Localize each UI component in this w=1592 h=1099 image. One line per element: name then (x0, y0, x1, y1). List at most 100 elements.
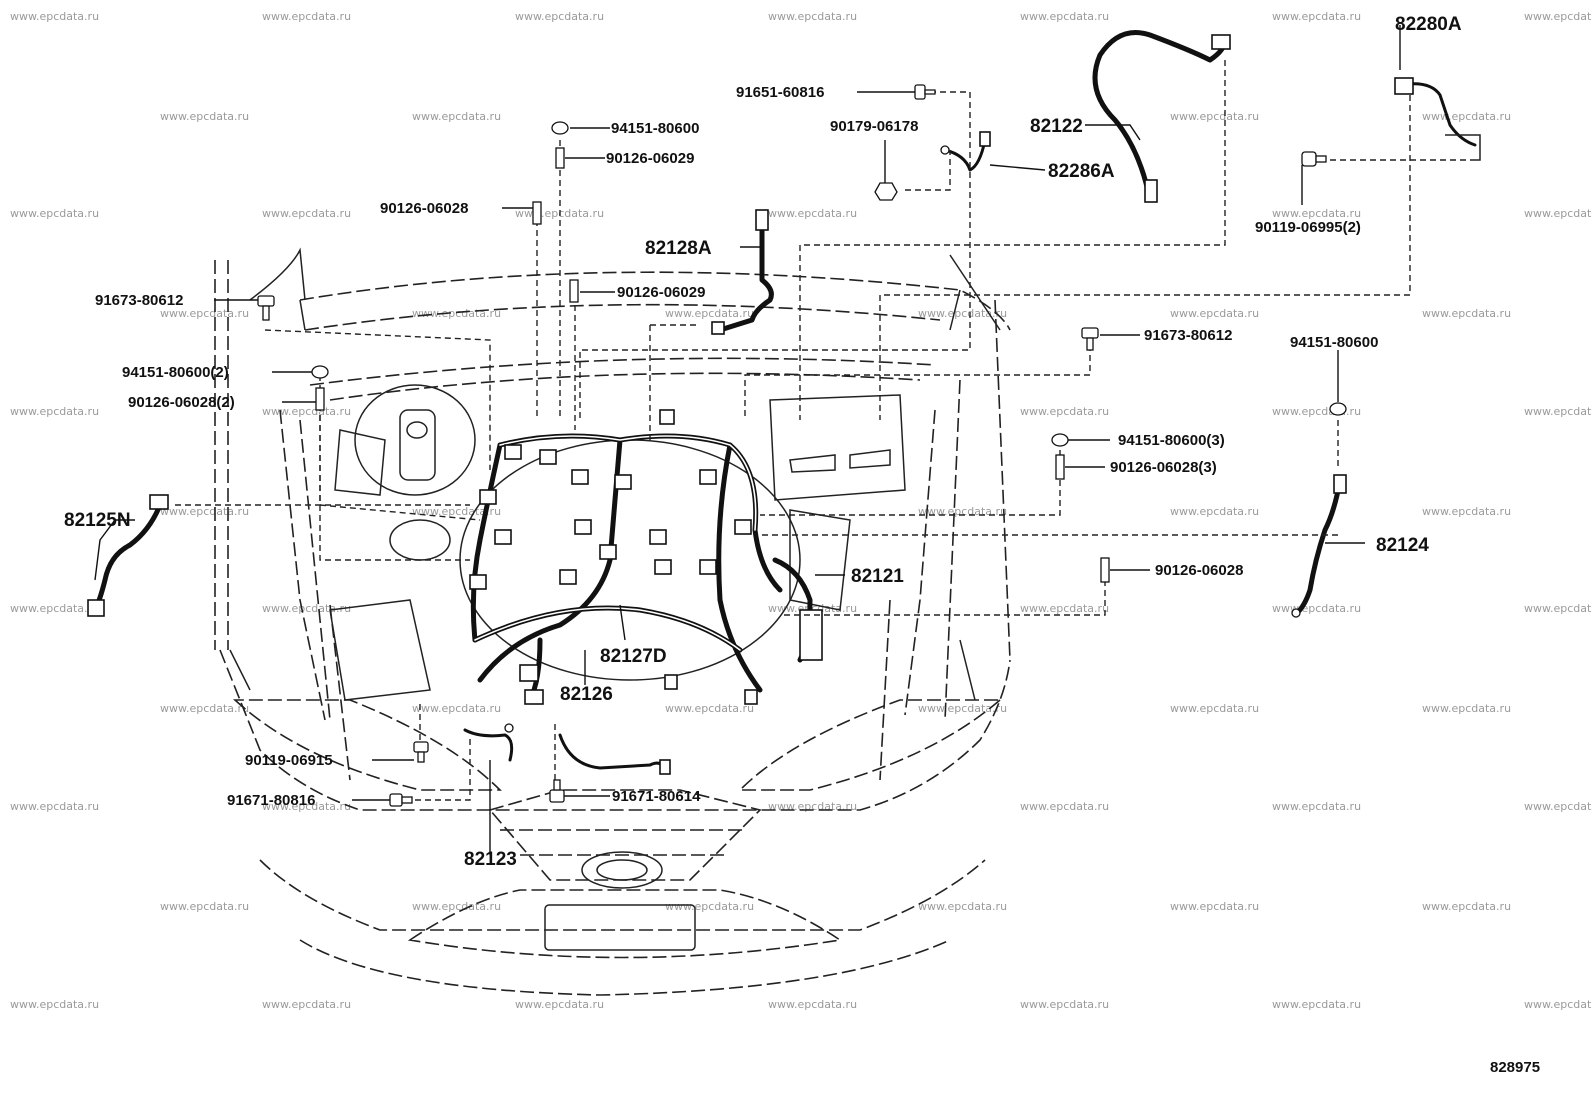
connector-82122 (1144, 179, 1158, 203)
watermark: www.epcdata.ru (10, 405, 99, 418)
watermark: www.epcdata.ru (1422, 505, 1511, 518)
part-label: 82128A (645, 238, 712, 259)
fastener-label: 90126-06029 (617, 284, 705, 301)
watermark: www.epcdata.ru (1272, 207, 1361, 220)
harness-connector (524, 689, 544, 705)
front-body-upper (219, 649, 1011, 811)
fastener-label: 90126-06028 (380, 200, 468, 217)
watermark: www.epcdata.ru (1524, 207, 1592, 220)
watermark: www.epcdata.ru (412, 110, 501, 123)
harness-connector (479, 489, 497, 505)
watermark: www.epcdata.ru (10, 10, 99, 23)
part-labels: 82280A 82122 82286A 82128A 82125N 82121 … (64, 14, 1462, 870)
watermark: www.epcdata.ru (1422, 307, 1511, 320)
watermark: www.epcdata.ru (1020, 800, 1109, 813)
left-headlight (232, 699, 502, 791)
harness-connector (571, 469, 589, 485)
fastener-label: 90179-06178 (830, 118, 918, 135)
harness-connector (699, 469, 717, 485)
bumper-bottom (299, 939, 951, 996)
harness-connector (799, 609, 823, 661)
watermark: www.epcdata.ru (768, 800, 857, 813)
harness-connector (614, 474, 632, 490)
fastener-label: 91673-80612 (95, 292, 183, 309)
bolt-icon (257, 295, 275, 321)
stud-icon (532, 201, 542, 225)
harness-center-branch (477, 437, 623, 683)
harness-connector (469, 574, 487, 590)
watermark: www.epcdata.ru (1524, 800, 1592, 813)
hood-underside (304, 303, 941, 331)
watermark: www.epcdata.ru (412, 307, 501, 320)
watermark: www.epcdata.ru (1524, 405, 1592, 418)
harness-connector (519, 664, 539, 682)
watermark: www.epcdata.ru (10, 207, 99, 220)
right-a-pillar (949, 254, 1001, 331)
left-headlight-detail (229, 639, 976, 701)
connector-bottom-small (659, 759, 671, 775)
watermark: www.epcdata.ru (160, 702, 249, 715)
watermark: www.epcdata.ru (10, 800, 99, 813)
harness-connector (664, 674, 678, 690)
separate-harness-parts (87, 30, 1481, 775)
watermark: www.epcdata.ru (918, 702, 1007, 715)
watermark: www.epcdata.ru (768, 998, 857, 1011)
watermark: www.epcdata.ru (515, 10, 604, 23)
engine-bay-rim (329, 372, 921, 401)
bolt-icon (389, 793, 413, 807)
connector-82128A (755, 209, 769, 231)
connector-82124 (1333, 474, 1347, 494)
fastener-label: 91671-80614 (612, 788, 701, 805)
hood-outline (299, 271, 1011, 331)
part-label: 82125N (64, 510, 131, 531)
wire-82124 (1295, 477, 1343, 615)
emblem (581, 851, 663, 889)
watermark: www.epcdata.ru (160, 505, 249, 518)
stud-icon (569, 279, 579, 303)
fastener-label: 94151-80600 (1290, 334, 1378, 351)
bracket-82280A (1445, 134, 1481, 161)
fastener-label: 90126-06028 (1155, 562, 1243, 579)
right-fender-upright (994, 299, 1011, 661)
watermark: www.epcdata.ru (412, 505, 501, 518)
watermark: www.epcdata.ru (918, 307, 1007, 320)
harness-right-branch (716, 442, 763, 693)
harness-connector (654, 559, 672, 575)
watermark: www.epcdata.ru (262, 207, 351, 220)
nut-icon (1329, 402, 1347, 416)
watermark: www.epcdata.ru (515, 998, 604, 1011)
wire-82280A (1398, 82, 1477, 147)
fastener-label: 94151-80600(2) (122, 364, 229, 381)
bolt-icon (914, 84, 936, 100)
harness-connector (699, 559, 717, 575)
air-cleaner-box (329, 599, 431, 701)
emblem-inner (596, 859, 648, 881)
connector-82125N (87, 599, 105, 617)
watermark: www.epcdata.ru (665, 307, 754, 320)
fastener-label: 94151-80600(3) (1118, 432, 1225, 449)
watermark: www.epcdata.ru (1020, 998, 1109, 1011)
battery-terminal-right (849, 449, 891, 469)
watermark: www.epcdata.ru (768, 207, 857, 220)
watermark: www.epcdata.ru (160, 307, 249, 320)
license-plate-area (544, 904, 696, 951)
spindle-grille (488, 789, 762, 881)
wire-bottom-small (558, 733, 667, 770)
connector-82280A (1394, 77, 1414, 95)
battery (769, 394, 906, 501)
watermark: www.epcdata.ru (1272, 998, 1361, 1011)
connector-82286A-eye (940, 145, 950, 155)
bolt-icon (1081, 327, 1099, 351)
part-label: 82127D (600, 646, 667, 667)
fastener-labels: 91651-60816 90179-06178 94151-80600 9012… (95, 84, 1378, 809)
watermark: www.epcdata.ru (1422, 110, 1511, 123)
harness-left-branch (470, 442, 503, 643)
part-label: 82126 (560, 684, 613, 705)
connector-82124-eye (1291, 608, 1301, 618)
wire-82123 (463, 728, 514, 762)
reference-lines (175, 60, 1470, 801)
watermark: www.epcdata.ru (1272, 405, 1361, 418)
watermark: www.epcdata.ru (1524, 998, 1592, 1011)
fastener-label: 90126-06029 (606, 150, 694, 167)
car-body-outline (214, 247, 1011, 996)
